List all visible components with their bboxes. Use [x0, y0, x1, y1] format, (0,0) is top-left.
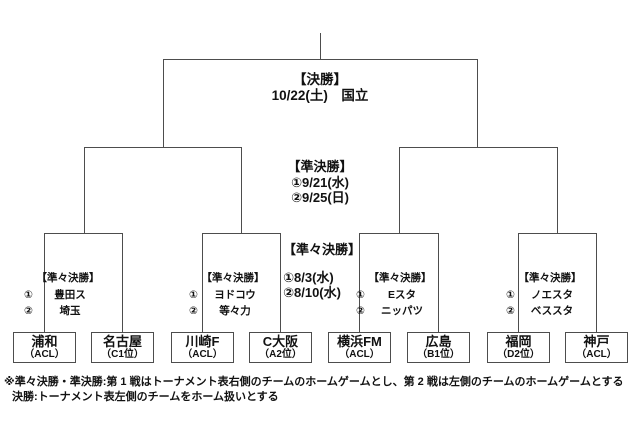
final-round-label: 【決勝】 10/22(土) 国立 — [160, 72, 480, 104]
team-name: 神戸 — [583, 333, 610, 349]
quarterfinal-1-venues: 【準々決勝】 ① 豊田ス ② 埼玉 — [24, 272, 112, 318]
team-box-cosaka: C大阪 （A2位） — [249, 332, 312, 363]
leg-venue: ニッパツ — [381, 305, 423, 317]
bracket-line-team2-drop — [122, 233, 123, 332]
team-qualification: （B1位） — [417, 348, 460, 360]
team-box-fukuoka: 福岡 （D2位） — [487, 332, 550, 363]
team-name: 福岡 — [505, 333, 532, 349]
bracket-line-semifinal-v3 — [399, 147, 400, 233]
footnote-line2: 決勝:トーナメント表左側のチームをホーム扱いとする — [12, 391, 279, 403]
leg-number: ② — [356, 305, 365, 317]
leg-number: ① — [356, 288, 365, 301]
bracket-line-semifinal-v2 — [241, 147, 242, 233]
bracket-line-final-left — [163, 59, 164, 147]
leg-number: ② — [189, 305, 198, 317]
leg-venue: 埼玉 — [59, 305, 81, 317]
quarterfinal-4-leg2: ② ベススタ — [506, 305, 594, 318]
team-box-hiroshima: 広島 （B1位） — [407, 332, 470, 363]
quarterfinal-round-label: 【準々決勝】 ①8/3(水) ②8/10(水) — [283, 242, 361, 300]
team-qualification: （ACL） — [339, 348, 380, 360]
quarterfinal-4-title: 【準々決勝】 — [518, 272, 582, 284]
bracket-line-qf4-horizontal — [518, 233, 597, 234]
quarterfinal-3-leg2: ② ニッパツ — [356, 305, 444, 318]
quarterfinal-4-leg1: ① ノエスタ — [506, 289, 594, 302]
leg-venue: ノエスタ — [531, 288, 573, 301]
bracket-line-qf2-horizontal — [202, 233, 281, 234]
quarterfinal-1-leg2: ② 埼玉 — [24, 305, 112, 318]
leg-number: ② — [506, 305, 515, 317]
bracket-line-qf1-horizontal — [44, 233, 123, 234]
footnote: ※準々決勝・準決勝:第 1 戦はトーナメント表右側のチームのホームゲームとし、第… — [4, 375, 624, 405]
bracket-line-final-horizontal — [163, 59, 478, 60]
semifinal-leg2-date: ②9/25(日) — [291, 190, 349, 205]
bracket-line-winner-stub — [320, 33, 321, 59]
bracket-line-team4-drop — [280, 233, 281, 332]
leg-venue: ベススタ — [530, 305, 574, 317]
team-qualification: （ACL） — [576, 348, 617, 360]
bracket-line-team1-drop — [44, 233, 45, 332]
footnote-line1: ※準々決勝・準決勝:第 1 戦はトーナメント表右側のチームのホームゲームとし、第… — [4, 376, 624, 388]
team-name: 広島 — [425, 333, 452, 349]
team-qualification: （ACL） — [24, 348, 65, 360]
team-name: 川崎F — [185, 333, 220, 349]
leg-venue: ヨドコウ — [214, 288, 256, 301]
quarterfinal-3-leg1: ① Eスタ — [356, 289, 444, 302]
team-qualification: （A2位） — [259, 348, 302, 360]
bracket-line-semifinal-v1 — [84, 147, 85, 233]
semifinal-leg1-date: ①9/21(水) — [291, 174, 349, 190]
bracket-line-semifinal-right-horizontal — [399, 147, 558, 148]
leg-number: ① — [189, 288, 198, 301]
quarterfinal-1-leg1: ① 豊田ス — [24, 289, 112, 302]
bracket-line-semifinal-v4 — [557, 147, 558, 233]
team-name: 浦和 — [31, 333, 58, 349]
final-title: 【決勝】 — [293, 72, 347, 87]
bracket-line-final-right — [477, 59, 478, 147]
bracket-line-team8-drop — [596, 233, 597, 332]
leg-venue: 等々力 — [219, 305, 251, 317]
quarterfinal-2-leg2: ② 等々力 — [189, 305, 277, 318]
team-qualification: （C1位） — [101, 348, 144, 360]
quarterfinal-4-venues: 【準々決勝】 ① ノエスタ ② ベススタ — [506, 272, 594, 318]
bracket-line-team5-drop — [359, 233, 360, 332]
team-box-urawa: 浦和 （ACL） — [13, 332, 76, 363]
quarterfinal-2-venues: 【準々決勝】 ① ヨドコウ ② 等々力 — [189, 272, 277, 318]
quarterfinal-2-leg1: ① ヨドコウ — [189, 289, 277, 302]
team-name: C大阪 — [262, 333, 299, 349]
team-box-yokohamafm: 横浜FM （ACL） — [328, 332, 391, 363]
team-name: 横浜FM — [337, 333, 382, 349]
team-name: 名古屋 — [102, 333, 142, 349]
team-qualification: （ACL） — [182, 348, 223, 360]
semifinal-round-label: 【準決勝】 ①9/21(水) ②9/25(日) — [160, 159, 480, 206]
semifinal-title: 【準決勝】 — [287, 159, 353, 174]
leg-number: ① — [24, 288, 33, 301]
leg-number: ② — [24, 305, 33, 317]
quarterfinal-3-venues: 【準々決勝】 ① Eスタ ② ニッパツ — [356, 272, 444, 318]
quarterfinal-1-title: 【準々決勝】 — [36, 272, 100, 284]
final-date-venue: 10/22(土) 国立 — [271, 88, 369, 103]
team-qualification: （D2位） — [497, 348, 540, 360]
quarterfinal-leg1-date: ①8/3(水) — [283, 270, 334, 285]
quarterfinal-leg2-date: ②8/10(水) — [283, 285, 341, 300]
team-box-kobe: 神戸 （ACL） — [565, 332, 628, 363]
bracket-line-team3-drop — [202, 233, 203, 332]
bracket-line-semifinal-left-horizontal — [84, 147, 242, 148]
leg-venue: 豊田ス — [54, 288, 86, 301]
bracket-line-team6-drop — [438, 233, 439, 332]
bracket-line-qf3-horizontal — [359, 233, 439, 234]
quarterfinal-3-title: 【準々決勝】 — [368, 272, 432, 284]
quarterfinal-title: 【準々決勝】 — [283, 242, 362, 257]
team-box-nagoya: 名古屋 （C1位） — [91, 332, 154, 363]
bracket-line-team7-drop — [518, 233, 519, 332]
leg-venue: Eスタ — [387, 288, 416, 301]
leg-number: ① — [506, 288, 515, 301]
quarterfinal-2-title: 【準々決勝】 — [201, 272, 265, 284]
team-box-kawasaki: 川崎F （ACL） — [171, 332, 234, 363]
